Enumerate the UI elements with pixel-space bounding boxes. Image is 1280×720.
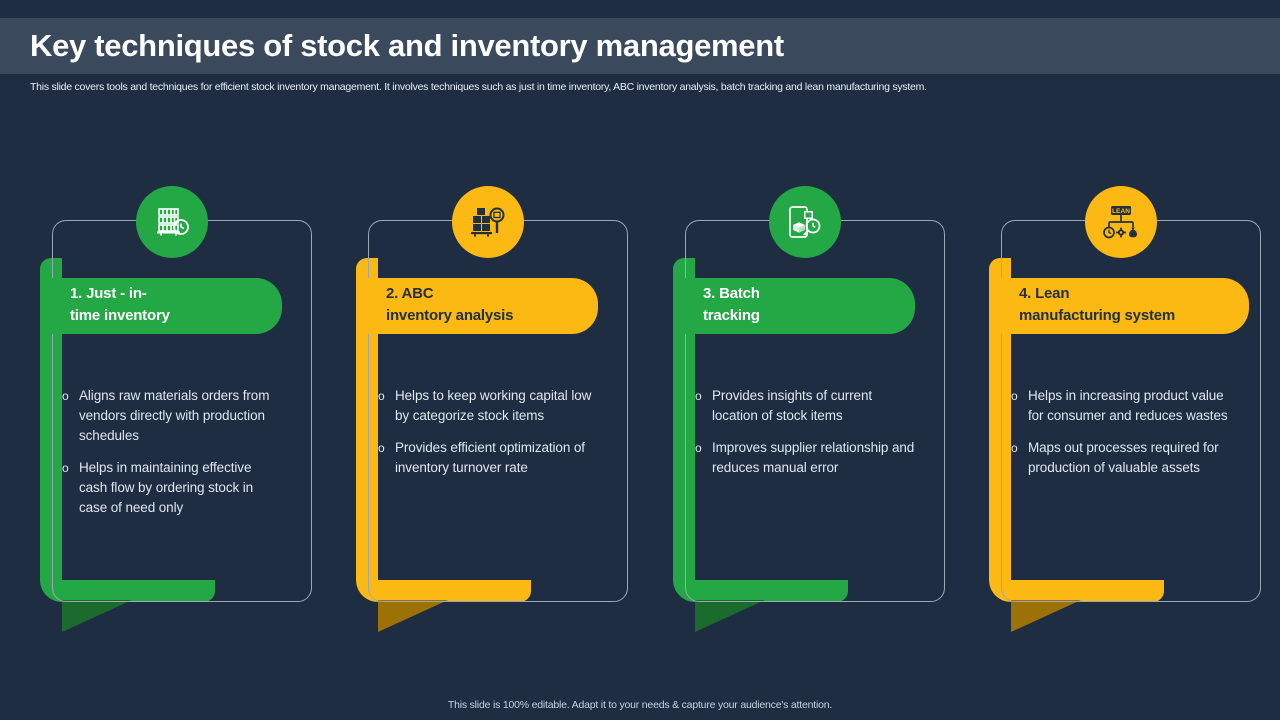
card-bullets: o Helps to keep working capital low by c…: [378, 386, 598, 490]
bullet-text: Helps in maintaining effective cash flow…: [79, 460, 254, 515]
technique-cards: 1. Just - in- time inventory o Aligns ra…: [0, 186, 1280, 646]
technique-card-1[interactable]: 1. Just - in- time inventory o Aligns ra…: [32, 186, 332, 641]
bullet-marker: o: [695, 441, 702, 455]
footer-note: This slide is 100% editable. Adapt it to…: [447, 699, 833, 711]
list-item: o Helps in maintaining effective cash fl…: [62, 458, 282, 518]
bullet-text: Provides insights of current location of…: [712, 388, 873, 423]
list-item: o Provides efficient optimization of inv…: [378, 438, 598, 478]
card-title: 4. Lean manufacturing system: [1019, 285, 1176, 324]
bullet-marker: o: [62, 389, 69, 403]
bullet-text: Improves supplier relationship and reduc…: [712, 440, 915, 475]
card-title: 1. Just - in- time inventory: [70, 285, 170, 324]
card-title: 3. Batch tracking: [703, 285, 760, 324]
card-bullets: o Aligns raw materials orders from vendo…: [62, 386, 282, 530]
page-title: Key techniques of stock and inventory ma…: [30, 28, 784, 63]
list-item: o Helps in increasing product value for …: [1011, 386, 1231, 426]
card-title-banner: 4. Lean manufacturing system: [991, 278, 1249, 334]
bullet-marker: o: [62, 461, 69, 475]
list-item: o Improves supplier relationship and red…: [695, 438, 915, 478]
bullet-marker: o: [695, 389, 702, 403]
accent-bracket: [989, 258, 1164, 602]
list-item: o Helps to keep working capital low by c…: [378, 386, 598, 426]
list-item: o Provides insights of current location …: [695, 386, 915, 426]
lean-diagram-icon: LEAN: [1085, 186, 1157, 258]
bullet-marker: o: [1011, 389, 1018, 403]
bullet-text: Provides efficient optimization of inven…: [395, 440, 585, 475]
bullet-text: Maps out processes required for producti…: [1028, 440, 1219, 475]
bullet-text: Helps to keep working capital low by cat…: [395, 388, 592, 423]
card-bullets: o Provides insights of current location …: [695, 386, 915, 490]
device-tracking-icon: [769, 186, 841, 258]
boxes-magnifier-icon: [452, 186, 524, 258]
shelf-rack-clock-icon: [136, 186, 208, 258]
list-item: o Maps out processes required for produc…: [1011, 438, 1231, 478]
accent-tail: [378, 600, 448, 632]
card-bullets: o Helps in increasing product value for …: [1011, 386, 1231, 490]
accent-bracket: [673, 258, 848, 602]
bullet-marker: o: [1011, 441, 1018, 455]
bullet-text: Helps in increasing product value for co…: [1028, 388, 1228, 423]
page-subtitle: This slide covers tools and techniques f…: [30, 81, 927, 93]
card-title-banner: 2. ABC inventory analysis: [358, 278, 598, 334]
accent-tail: [1011, 600, 1081, 632]
accent-tail: [62, 600, 132, 632]
bullet-marker: o: [378, 441, 385, 455]
bullet-marker: o: [378, 389, 385, 403]
card-title: 2. ABC inventory analysis: [386, 285, 514, 324]
accent-bracket: [356, 258, 531, 602]
accent-tail: [695, 600, 765, 632]
list-item: o Aligns raw materials orders from vendo…: [62, 386, 282, 446]
svg-text:LEAN: LEAN: [1112, 208, 1130, 215]
bullet-text: Aligns raw materials orders from vendors…: [79, 388, 270, 443]
technique-card-4[interactable]: LEAN 4. Lean manufactu: [981, 186, 1280, 641]
technique-card-3[interactable]: 3. Batch tracking o Provides insights of…: [665, 186, 965, 641]
accent-bracket: [40, 258, 215, 602]
card-title-banner: 1. Just - in- time inventory: [42, 278, 282, 334]
technique-card-2[interactable]: 2. ABC inventory analysis o Helps to kee…: [348, 186, 648, 641]
card-title-banner: 3. Batch tracking: [675, 278, 915, 334]
header-bar: Key techniques of stock and inventory ma…: [0, 18, 1280, 74]
